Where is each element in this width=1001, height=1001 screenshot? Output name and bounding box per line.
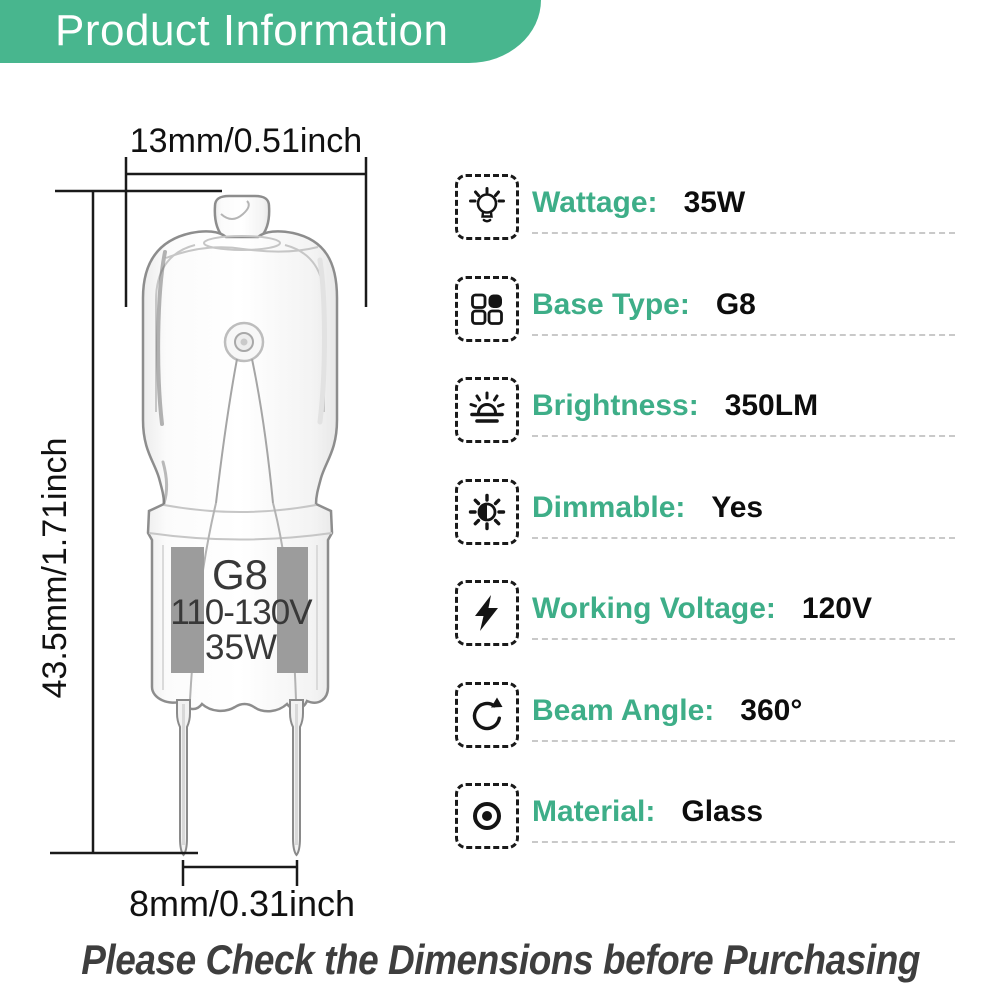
spec-row-working-voltage: Working Voltage: 120V bbox=[455, 580, 955, 647]
beam-angle-icon bbox=[455, 681, 519, 748]
spec-label: Wattage: bbox=[532, 186, 658, 219]
spec-label: Working Voltage: bbox=[532, 592, 776, 625]
glass-details bbox=[148, 200, 333, 690]
base-grid-icon bbox=[455, 275, 519, 342]
footer-note-text: Please Check the Dimensions before Purch… bbox=[81, 936, 920, 983]
bulb-marking-model: G8 bbox=[212, 551, 268, 598]
bulb-marking-wattage: 35W bbox=[205, 628, 277, 667]
footer-note: Please Check the Dimensions before Purch… bbox=[0, 936, 1001, 984]
voltage-icon bbox=[455, 580, 519, 646]
spec-row-brightness: Brightness: 350LM bbox=[455, 377, 955, 444]
material-icon bbox=[455, 783, 519, 849]
spec-content: Material: Glass bbox=[532, 783, 955, 843]
spec-value: G8 bbox=[715, 287, 756, 321]
spec-label: Brightness: bbox=[532, 389, 699, 422]
header-banner: Product Information bbox=[0, 0, 541, 63]
spec-label: Base Type: bbox=[532, 287, 690, 321]
spec-content: Working Voltage: 120V bbox=[532, 580, 955, 640]
spec-value: Yes bbox=[711, 490, 764, 524]
spec-row-material: Material: Glass bbox=[455, 783, 955, 850]
bulb-icon bbox=[455, 174, 519, 240]
height-dimension-label: 43.5mm/1.71inch bbox=[36, 438, 74, 699]
spec-row-beam-angle: Beam Angle: 360° bbox=[455, 681, 955, 749]
spec-value: 350LM bbox=[724, 389, 819, 422]
spec-value: 120V bbox=[801, 592, 872, 625]
spec-content: Base Type: G8 bbox=[532, 276, 955, 336]
bulb-marking-voltage: 110-130V bbox=[170, 593, 313, 632]
spec-value: Glass bbox=[681, 795, 764, 828]
spec-value: 35W bbox=[683, 186, 746, 219]
bulb-pins bbox=[176, 699, 304, 857]
brightness-icon bbox=[455, 377, 519, 443]
spec-value: 360° bbox=[740, 693, 803, 727]
width-dimension-label: 13mm/0.51inch bbox=[130, 122, 362, 160]
pin-dimension-label: 8mm/0.31inch bbox=[129, 883, 355, 924]
bulb-top-nub bbox=[213, 194, 271, 240]
spec-content: Brightness: 350LM bbox=[532, 377, 955, 437]
spec-label: Dimmable: bbox=[532, 490, 686, 524]
spec-content: Wattage: 35W bbox=[532, 174, 955, 234]
dimmable-icon bbox=[455, 478, 519, 545]
glass-reflections bbox=[156, 250, 327, 505]
spec-label: Material: bbox=[532, 795, 656, 828]
spec-row-wattage: Wattage: 35W bbox=[455, 174, 955, 241]
base-contact-left bbox=[171, 547, 204, 673]
bulb-diagram: G8 110-130V 35W 13mm/0.51inch 43.5mm/1.7… bbox=[36, 122, 368, 924]
base-contact-right bbox=[277, 547, 308, 673]
spec-list: Wattage: 35W Base Type: G8 bbox=[455, 174, 955, 885]
page-title: Product Information bbox=[55, 5, 449, 55]
spec-row-base-type: Base Type: G8 bbox=[455, 275, 955, 343]
spec-label: Beam Angle: bbox=[532, 693, 715, 727]
dimension-lines bbox=[50, 157, 368, 886]
spec-content: Dimmable: Yes bbox=[532, 479, 955, 539]
spec-row-dimmable: Dimmable: Yes bbox=[455, 478, 955, 546]
spec-content: Beam Angle: 360° bbox=[532, 682, 955, 742]
